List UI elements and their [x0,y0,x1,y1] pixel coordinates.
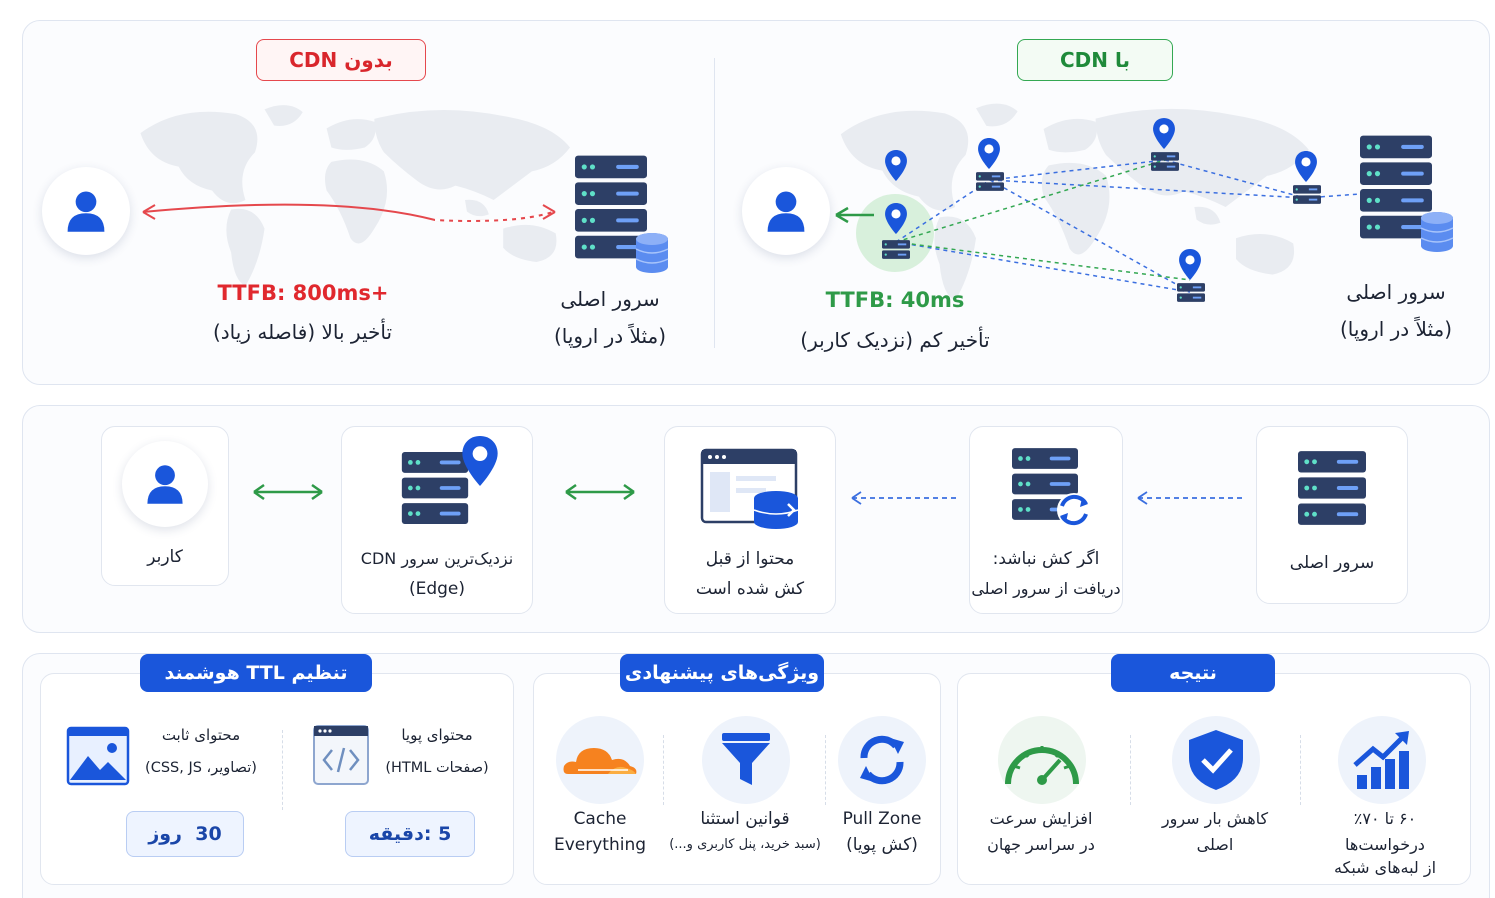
edge-requests-percent: ۶۰ تا ۷۰٪ [1353,809,1417,828]
dynamic-ttl-value: 5 :دقیقه [345,811,475,857]
flow-miss-sublabel: دریافت از سرور اصلی [971,579,1121,598]
flow-miss-label: اگر کش نباشد: [992,549,1100,569]
image-icon [66,726,130,786]
edge-pin-icon [978,138,1000,169]
flow-user-label: کاربر [147,547,183,567]
features-divider [663,735,664,805]
origin-load-sublabel: اصلی [1196,835,1234,854]
edge-requests-label: درخواست‌ها [1345,835,1425,854]
exception-rules-label: قوانین استثنا [700,809,790,829]
edge-requests-sublabel: از لبه‌های شبکه [1333,858,1437,877]
dynamic-content-sub: (صفحات HTML) [385,760,489,776]
edge-pin-icon [885,150,907,181]
pull-zone-icon-bg [838,716,926,804]
origin-load-label: کاهش بار سرور [1161,809,1269,828]
exception-rules-sublabel: (سبد خرید، پنل کاربری و...) [669,837,821,852]
result-title: نتیجه [1111,654,1275,692]
edge-requests-icon-bg [1338,716,1426,804]
global-speed-label: افزایش سرعت [989,809,1093,828]
static-content-sub: (تصاویر، CSS, JS) [145,760,257,776]
database-icon-left [635,233,669,273]
edge-server-stack-icon [398,452,472,524]
cloud-icon [563,748,637,774]
edge-pin-icon [885,203,907,234]
exception-rules-icon-bg [702,716,790,804]
location-pin-icon [462,436,498,486]
user-icon [143,462,187,506]
edge-server-icon [1151,152,1179,171]
user-icon [763,188,809,234]
global-speed-icon-bg [998,716,1086,804]
pull-zone-label: Pull Zone [842,809,922,829]
low-latency-label: تأخیر کم (نزدیک کاربر) [800,328,990,352]
ttfb-fast: TTFB: 40ms [825,288,965,312]
origin-right-label: سرور اصلی [1346,280,1446,304]
result-divider [1300,735,1301,805]
cache-everything-sublabel: Everything [553,835,647,855]
static-ttl-value: 30 روز [126,811,244,857]
origin-server-icon [1298,450,1366,526]
dynamic-content-title: محتوای پویا [401,726,473,744]
cache-everything-icon-bg [556,716,644,804]
filter-icon [722,733,770,785]
cache-everything-label: Cache [573,809,627,829]
long-latency-arrow [142,203,556,223]
pull-zone-sublabel: (کش پویا) [846,835,918,855]
code-file-icon [313,725,369,785]
static-content-title: محتوای ثابت [161,726,241,744]
global-speed-sublabel: در سراسر جهان [987,835,1095,854]
result-divider [1130,735,1131,805]
bidirectional-arrow-icon [253,483,323,501]
server-refresh-icon [1012,448,1091,527]
ttl-title: تنظیم TTL هوشمند [140,654,372,692]
flow-edge-label: نزدیک‌ترین سرور CDN [360,549,514,568]
flow-user-avatar [122,441,208,527]
shield-check-icon [1189,730,1243,790]
with-cdn-badge: با CDN [1017,39,1173,81]
flow-origin-label: سرور اصلی [1289,553,1375,573]
without-cdn-badge: بدون CDN [256,39,426,81]
panel-divider [714,58,715,348]
edge-pin-icon [1295,151,1317,182]
database-icon-right [1420,212,1454,252]
flow-cached-label: محتوا از قبل [705,549,795,569]
features-title: ویژگی‌های پیشنهادی [620,654,824,692]
user-icon [63,188,109,234]
bidirectional-arrow-icon [565,483,635,501]
origin-right-location: (مثلاً در اروپا) [1339,317,1453,341]
flow-cached-sublabel: کش شده است [695,579,805,599]
edge-server-icon [1293,185,1321,204]
flow-edge-sublabel: (Edge) [408,579,466,599]
user-avatar-left [42,167,130,255]
cached-content-icon [700,448,799,529]
edge-pin-icon [1179,249,1201,280]
origin-left-location: (مثلاً در اروپا) [553,324,667,348]
edge-server-icon [882,240,910,259]
edge-pin-icon [1153,118,1175,149]
origin-left-label: سرور اصلی [560,287,660,311]
user-avatar-right [742,167,830,255]
dashed-arrow-left-icon [851,491,956,505]
origin-load-icon-bg [1172,716,1260,804]
dashed-arrow-left-icon [1137,491,1242,505]
features-divider [825,735,826,805]
edge-server-icon [1177,283,1205,302]
ttl-divider [282,730,283,810]
growth-chart-icon [1353,731,1409,789]
sync-icon [860,735,904,785]
ttfb-slow: TTFB: 800ms+ [217,281,389,305]
edge-server-icon [976,172,1004,191]
speedometer-icon [1005,746,1079,785]
cdn-network-lines [835,159,1360,293]
high-latency-label: تأخیر بالا (فاصله زیاد) [212,320,393,344]
